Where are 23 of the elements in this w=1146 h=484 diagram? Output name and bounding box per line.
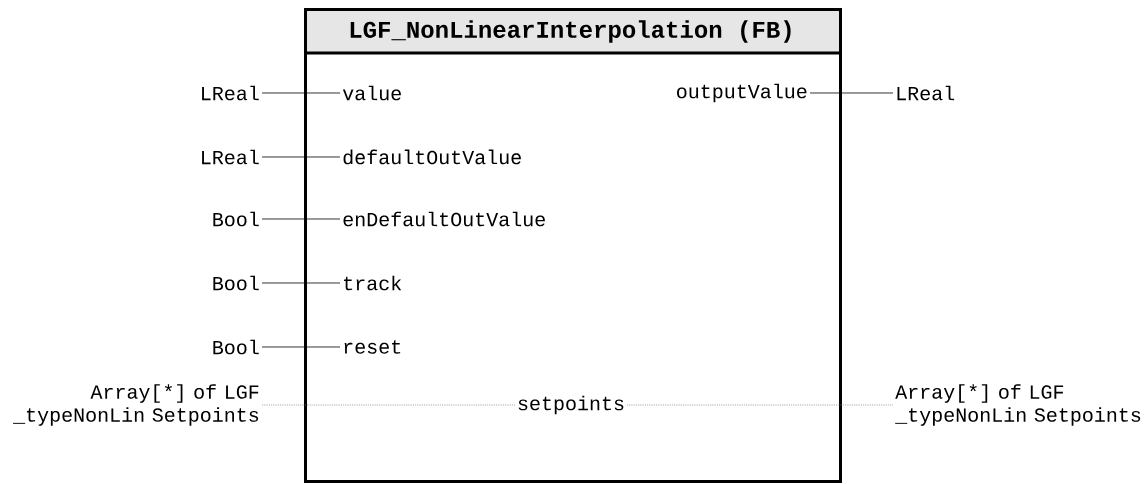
data-type-label: Array[*] of LGF _typeNonLin Setpoints (895, 384, 1141, 426)
data-type-label: Bool (213, 211, 259, 227)
connector-line (261, 404, 516, 406)
data-type-label: LReal (897, 85, 955, 101)
inout-pin-label: setpoints (518, 395, 624, 415)
connector-line (626, 404, 894, 406)
input-pin-label: enDefaultOutValue (343, 211, 545, 227)
connector-line (261, 92, 341, 94)
connector-line (261, 218, 341, 220)
data-type-label: Bool (213, 339, 259, 355)
data-type-label: Bool (213, 275, 259, 291)
input-pin-label: track (344, 275, 402, 291)
output-pin-label: outputValue (677, 83, 807, 103)
input-pin-label: defaultOutValue (343, 149, 521, 165)
connector-line (261, 346, 341, 348)
input-pin-label: value (342, 85, 401, 101)
connector-line (261, 282, 341, 284)
data-type-label: Array[*] of LGF _typeNonLin Setpoints (13, 384, 259, 426)
input-pin-label: reset (344, 340, 401, 354)
data-type-label: LReal (202, 149, 259, 165)
connector-line (261, 156, 341, 158)
connector-line (809, 92, 894, 94)
data-type-label: LReal (202, 85, 259, 101)
